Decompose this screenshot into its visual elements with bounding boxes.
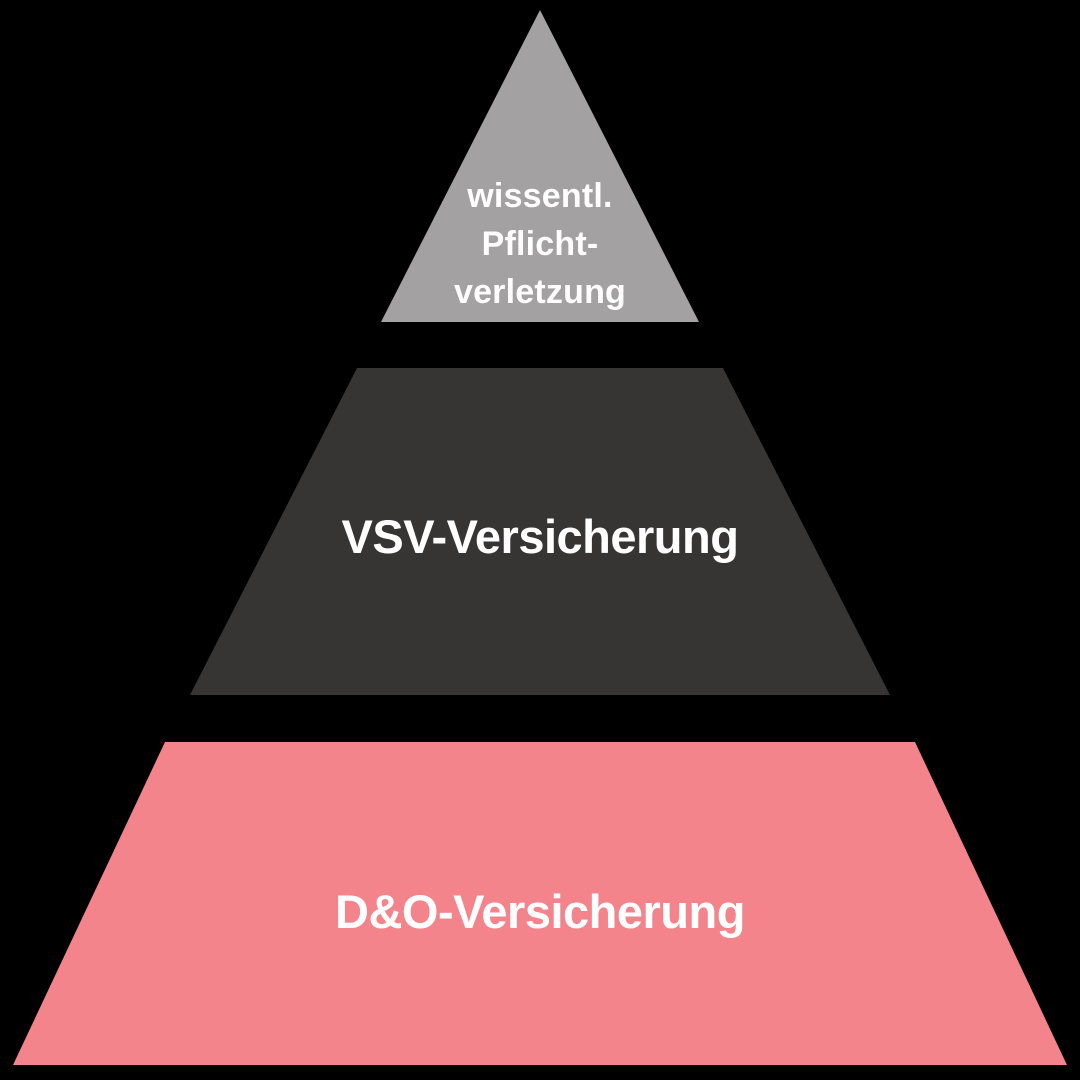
tier-middle-label: VSV-Versicherung — [341, 510, 739, 563]
tier-top-label: wissentl. Pflicht- verletzung — [454, 172, 626, 316]
pyramid-tier-top: wissentl. Pflicht- verletzung — [381, 10, 699, 322]
pyramid-tier-bottom: D&O-Versicherung — [13, 742, 1067, 1065]
pyramid-tier-middle: VSV-Versicherung — [190, 368, 890, 695]
tier-bottom-label: D&O-Versicherung — [335, 885, 745, 938]
tier-top-label-line-3: verletzung — [453, 273, 627, 311]
tier-top-label-line-1: wissentl. — [467, 177, 613, 215]
tier-top-label-line-2: Pflicht- — [481, 225, 599, 263]
